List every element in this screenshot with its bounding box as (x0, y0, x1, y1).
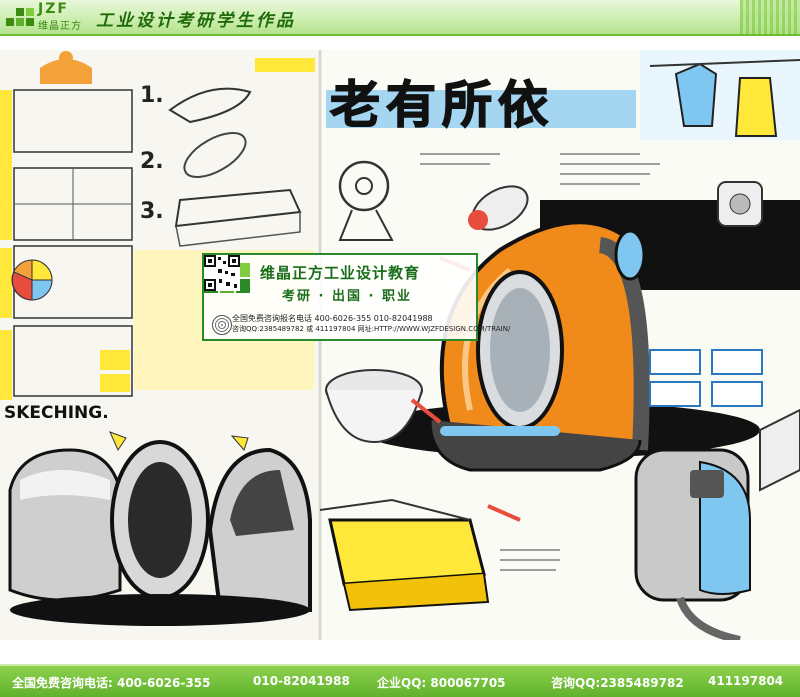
header-decoration (740, 0, 800, 34)
blue-appliance-render (634, 448, 751, 640)
footer-phone: 全国免费咨询电话: 400-6026-355 (12, 676, 211, 690)
flow-chart-sketch (649, 349, 800, 492)
promo-watermark: 维晶正方工业设计教育 考研 · 出国 · 职业 全国免费咨询报名电话 400-6… (202, 253, 510, 341)
poster-title: 老有所依 (326, 75, 636, 135)
sketch-illustration: 1. 2. 3. 老有所依 (0, 50, 800, 640)
bottom-left-renders (8, 431, 312, 626)
watermark-title: 维晶正方工业设计教育 (260, 264, 421, 282)
watermark-phone-line: 全国免费咨询报名电话 400-6026-355 010-82041988 (232, 314, 433, 323)
page-title: 工业设计考研学生作品 (96, 11, 296, 31)
fan-sketch (338, 160, 529, 241)
contact-footer: 全国免费咨询电话: 400-6026-355 010-82041988 企业QQ… (0, 664, 800, 697)
seal-icon (212, 315, 232, 335)
step-number: 1. (140, 83, 164, 108)
footer-consult-qq-2: 411197804 (708, 674, 784, 688)
step-list: 1. 2. 3. (140, 58, 315, 247)
jzf-logo-icon (6, 8, 34, 26)
footer-company-qq: 企业QQ: 800067705 (377, 676, 506, 690)
logo-text: JZF (38, 1, 69, 17)
watermark-contact-line: 咨询QQ:2385489782 或 411197804 网址:HTTP://WW… (232, 325, 511, 333)
design-sketch-artwork: 1. 2. 3. 老有所依 (0, 50, 800, 640)
sketching-label: SKECHING. (4, 403, 109, 423)
watermark-tags: 考研 · 出国 · 职业 (282, 289, 412, 304)
yellow-tray-sketch (319, 498, 490, 612)
qr-code-icon (204, 255, 240, 291)
step-number: 2. (140, 149, 164, 174)
page-header: JZF 维晶正方 工业设计考研学生作品 (0, 0, 800, 36)
handwritten-notes (420, 153, 660, 571)
footer-consult-qq: 咨询QQ:2385489782 (551, 676, 684, 690)
bowl-sketch (325, 369, 423, 444)
footer-phone-2: 010-82041988 (253, 674, 350, 688)
step-number: 3. (140, 199, 164, 224)
logo-subtitle: 维晶正方 (38, 21, 82, 32)
svg-text:老有所依: 老有所依 (330, 76, 554, 134)
clothing-sketch (640, 50, 800, 140)
